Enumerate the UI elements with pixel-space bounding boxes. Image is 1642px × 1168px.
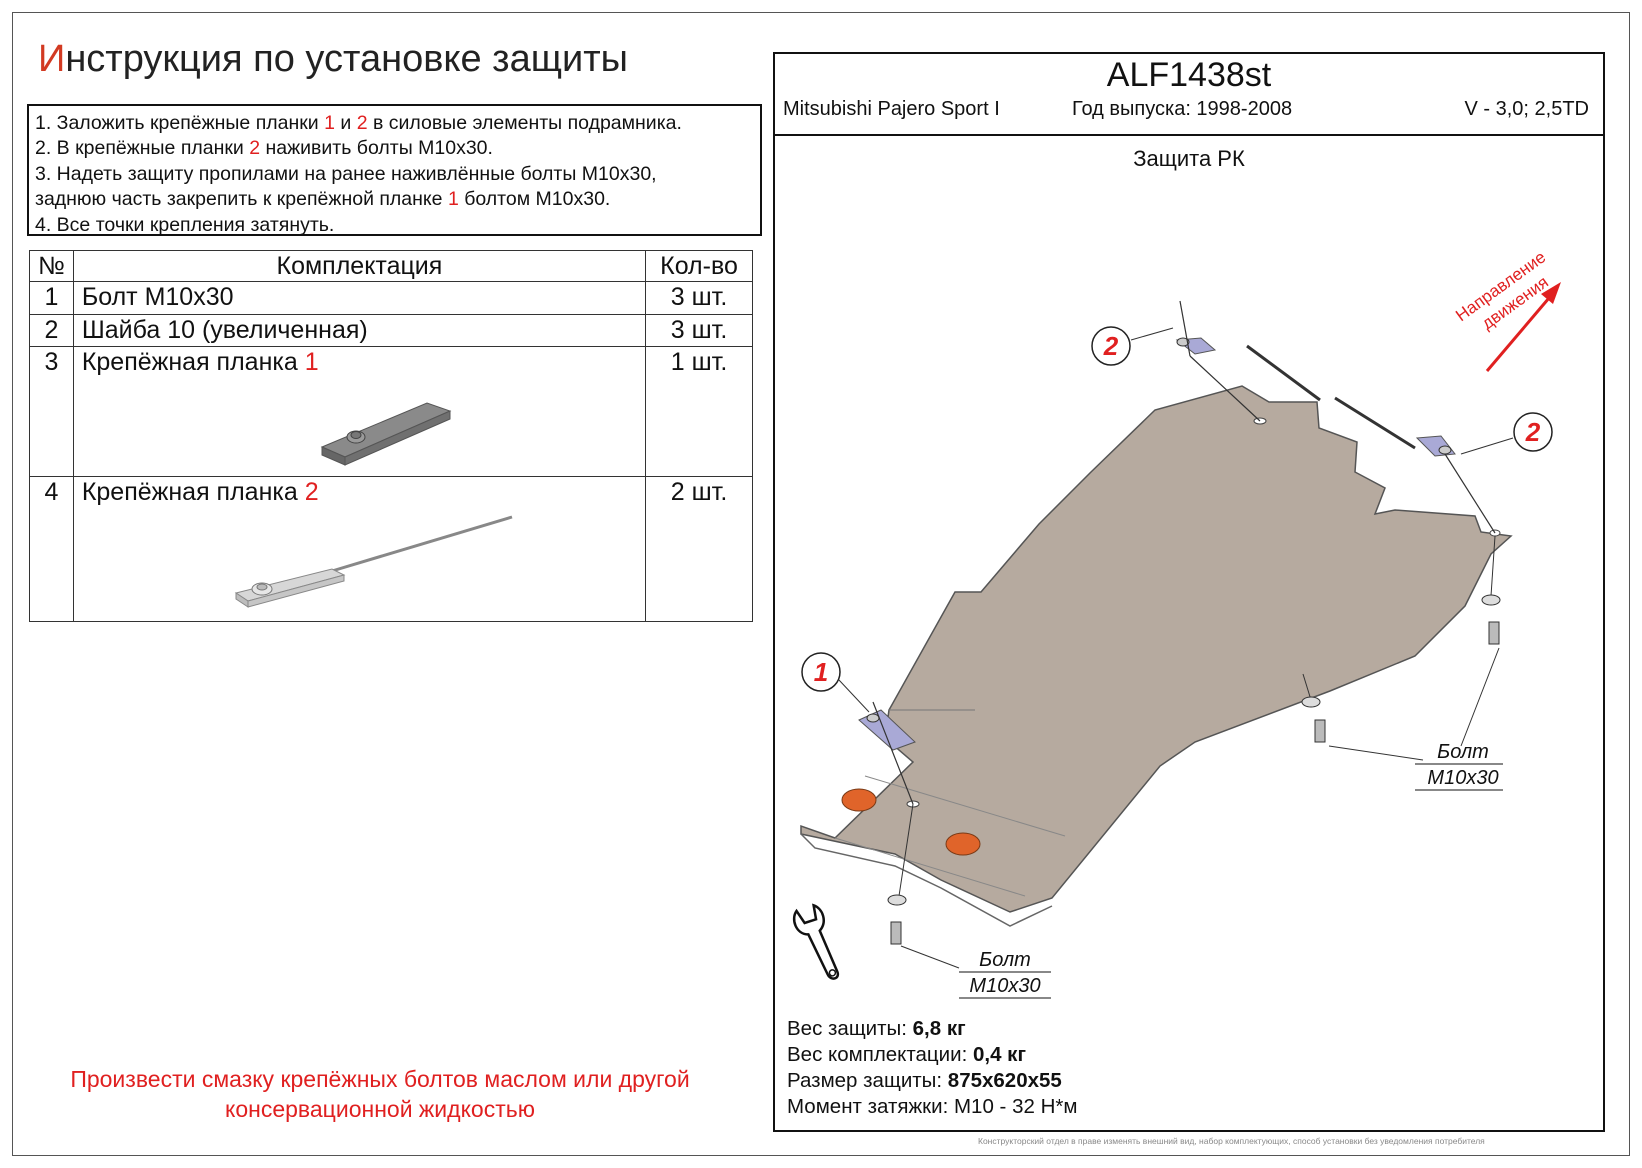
step-text: 2. В крепёжные планки [35, 137, 250, 160]
row-name: Крепёжная планка 2 [72, 476, 647, 622]
skid-plate [800, 385, 1513, 913]
step-text: болтом М10х30. [458, 188, 611, 211]
row-name: Крепёжная планка 1 [72, 346, 647, 478]
row-qty: 3 шт. [645, 313, 753, 348]
row-qty: 2 шт. [645, 476, 753, 622]
production-years: Год выпуска: 1998-2008 [1072, 98, 1293, 120]
engine-variants: V - 3,0; 2,5TD [1464, 98, 1590, 120]
table-row: 4 Крепёжная планка 2 2 шт. [29, 476, 753, 622]
bolt-label-line-1: Болт [1437, 741, 1489, 763]
step-3: 3. Надеть защиту пропилами на ранее нажи… [35, 162, 657, 185]
bolt-label-bottom: Болт М10х30 [900, 945, 1051, 999]
spec-size: Размер защиты: 875х620х55 [787, 1068, 1077, 1094]
spec-value: 0,4 кг [972, 1043, 1026, 1066]
warning-line-2: консервационной жидкостью [225, 1096, 535, 1122]
table-row: 1 Болт М10х30 3 шт. [29, 281, 753, 315]
drawing-frame: ALF1438st Mitsubishi Pajero Sport I Год … [773, 52, 1605, 1132]
col-num: № [29, 249, 74, 283]
lubrication-warning: Произвести смазку крепёжных болтов масло… [40, 1064, 720, 1124]
bolt-rear [1481, 535, 1501, 645]
sheet-frame [12, 12, 1630, 1156]
row-num: 3 [29, 346, 74, 478]
bracket-1-image [320, 402, 452, 466]
row-name: Шайба 10 (увеличенная) [72, 313, 647, 348]
kit-table-header: № Комплектация Кол-во [29, 249, 753, 283]
row-name-text: Болт М10х30 [81, 283, 234, 312]
article-number: ALF1438st [1106, 56, 1272, 94]
step-text: в силовые элементы подрамника. [367, 112, 682, 134]
spec-label: Размер защиты: [787, 1069, 948, 1092]
vent-badge [945, 832, 981, 856]
step-3-cont: заднюю часть закрепить к крепёжной планк… [35, 187, 754, 212]
callout-number: 1 [814, 657, 828, 687]
bolt-label-line-2: М10х30 [969, 975, 1040, 997]
spec-value: М10 - 32 Н*м [953, 1095, 1078, 1118]
page-title-text: нструкция по установке защиты [65, 38, 628, 80]
spec-kit-weight: Вес комплектации: 0,4 кг [787, 1042, 1077, 1068]
step-text: и [334, 112, 357, 134]
row-name-text: Шайба 10 (увеличенная) [81, 315, 368, 344]
specifications: Вес защиты: 6,8 кг Вес комплектации: 0,4… [787, 1016, 1077, 1120]
row-name-ref: 1 [304, 348, 319, 377]
row-name: Болт М10х30 [72, 281, 647, 315]
step-ref: 2 [249, 137, 261, 160]
bracket-1-plate [858, 701, 916, 805]
table-row: 2 Шайба 10 (увеличенная) 3 шт. [29, 313, 753, 348]
vehicle-model: Mitsubishi Pajero Sport I [783, 98, 1000, 120]
title-block: ALF1438st Mitsubishi Pajero Sport I Год … [775, 54, 1603, 136]
spec-weight: Вес защиты: 6,8 кг [787, 1016, 1077, 1042]
bracket-2-right [1334, 396, 1496, 534]
callout-bracket-1: 1 [801, 652, 870, 713]
table-row: 3 Крепёжная планка 1 1 шт. [29, 346, 753, 478]
spec-label: Вес защиты: [787, 1017, 913, 1040]
row-name-text: Крепёжная планка [81, 348, 305, 377]
row-qty: 3 шт. [645, 281, 753, 315]
bolt-label-line-2: М10х30 [1427, 767, 1498, 789]
kit-table: № Комплектация Кол-во 1 Болт М10х30 3 шт… [29, 249, 753, 622]
spec-value: 6,8 кг [912, 1017, 966, 1040]
wrench-icon [792, 903, 840, 980]
warning-line-1: Произвести смазку крепёжных болтов масло… [70, 1066, 690, 1092]
callout-bracket-2-right: 2 [1460, 412, 1553, 455]
row-num: 1 [29, 281, 74, 315]
row-num: 4 [29, 476, 74, 622]
callout-number: 2 [1525, 417, 1541, 447]
step-ref: 2 [356, 112, 368, 134]
row-name-ref: 2 [304, 478, 319, 507]
spec-value: 875х620х55 [947, 1069, 1062, 1092]
vent-badge [841, 788, 877, 812]
page-title: Инструкция по установке защиты [38, 38, 628, 81]
page-title-initial: И [38, 38, 66, 80]
row-name-text: Крепёжная планка [81, 478, 305, 507]
step-ref: 1 [447, 188, 459, 211]
step-text: заднюю часть закрепить к крепёжной планк… [35, 188, 448, 211]
bolt-label-line-1: Болт [979, 949, 1031, 971]
row-qty: 1 шт. [645, 346, 753, 478]
installation-steps: 1. Заложить крепёжные планки 1 и 2 в сил… [27, 104, 762, 236]
spec-torque: Момент затяжки: М10 - 32 Н*м [787, 1094, 1077, 1120]
step-2: 2. В крепёжные планки 2 наживить болты М… [35, 136, 754, 161]
bolt-label-right: Болт М10х30 [1328, 647, 1503, 791]
step-text: наживить болты М10х30. [260, 137, 493, 160]
row-num: 2 [29, 313, 74, 348]
col-name: Комплектация [72, 249, 647, 283]
step-ref: 1 [324, 112, 335, 134]
drawing-title: Защита РК [1133, 146, 1245, 171]
direction-indicator: Направление движения [1452, 247, 1561, 372]
spec-label: Вес комплектации: [787, 1043, 973, 1066]
spec-label: Момент затяжки: [787, 1095, 954, 1118]
step-4: 4. Все точки крепления затянуть. [35, 213, 335, 236]
bracket-2-image [234, 515, 513, 609]
callout-bracket-2-top: 2 [1091, 326, 1174, 366]
bolt-front [887, 803, 914, 945]
bolt-middle [1301, 673, 1326, 743]
bracket-2-top [1175, 300, 1321, 422]
assembly-drawing: Направление движения 2 2 1 Болт М10х30 [792, 247, 1561, 999]
callout-number: 2 [1103, 331, 1119, 361]
footnote-disclaimer: Конструкторский отдел в праве изменять в… [978, 1136, 1485, 1146]
col-qty: Кол-во [645, 249, 753, 283]
step-1: 1. Заложить крепёжные планки 1 и 2 в сил… [35, 111, 754, 136]
step-text: 1. Заложить крепёжные планки [35, 112, 325, 134]
